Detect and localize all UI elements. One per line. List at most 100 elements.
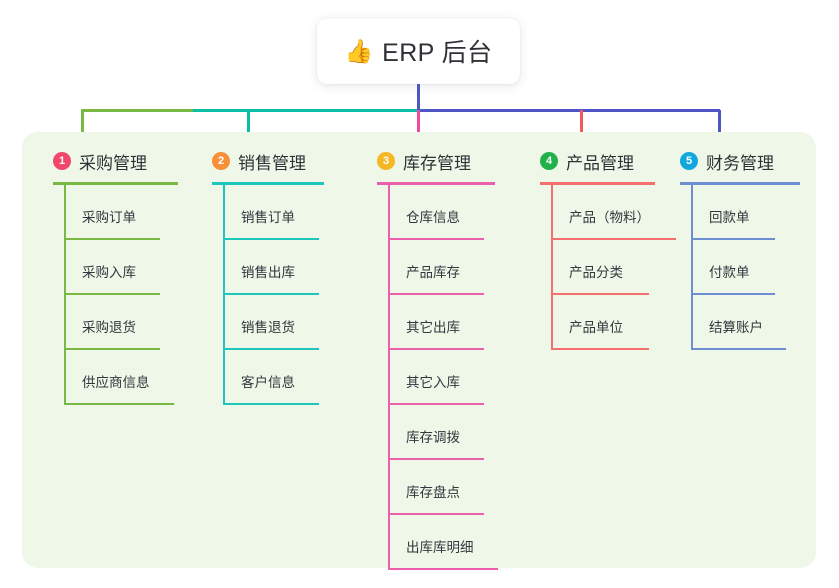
branch-spine bbox=[551, 185, 553, 350]
branch-item[interactable]: 产品分类 bbox=[522, 240, 655, 295]
root-node[interactable]: 👍 ERP 后台 bbox=[317, 18, 520, 84]
branch-item-label: 采购退货 bbox=[82, 320, 136, 335]
branch-column-3: 3 库存管理仓库信息产品库存其它出库其它入库库存调拨库存盘点出库库明细 bbox=[359, 146, 498, 570]
branch-item-rule bbox=[223, 348, 319, 350]
branch-spine bbox=[223, 185, 225, 405]
connector-bus-teal bbox=[193, 109, 417, 112]
branch-item[interactable]: 采购退货 bbox=[35, 295, 178, 350]
branch-header-rule bbox=[377, 182, 495, 185]
branch-item-rule bbox=[388, 458, 484, 460]
branch-header-3[interactable]: 3 库存管理 bbox=[359, 146, 495, 176]
branch-item-label: 仓库信息 bbox=[406, 210, 460, 225]
thumbs-up-icon: 👍 bbox=[344, 37, 374, 64]
branch-item-rule bbox=[691, 238, 775, 240]
branch-title: 销售管理 bbox=[238, 153, 306, 173]
branch-item-rule bbox=[388, 238, 484, 240]
branch-item[interactable]: 产品（物料） bbox=[522, 185, 676, 240]
branch-item-label: 供应商信息 bbox=[82, 375, 150, 390]
branch-number-badge: 5 bbox=[680, 152, 698, 170]
branch-column-2: 2 销售管理销售订单销售出库销售退货客户信息 bbox=[194, 146, 324, 405]
branch-number-badge: 3 bbox=[377, 152, 395, 170]
branch-item-rule bbox=[691, 293, 775, 295]
branch-item-label: 产品分类 bbox=[569, 265, 623, 280]
branch-column-5: 5 财务管理回款单付款单结算账户 bbox=[662, 146, 800, 350]
branch-item-label: 采购入库 bbox=[82, 265, 136, 280]
branch-item-rule bbox=[388, 403, 484, 405]
branch-item-label: 产品库存 bbox=[406, 265, 460, 280]
branch-item[interactable]: 销售退货 bbox=[194, 295, 324, 350]
branch-header-5[interactable]: 5 财务管理 bbox=[662, 146, 800, 176]
connector-bus-indigo bbox=[417, 109, 720, 112]
branch-item-label: 库存盘点 bbox=[406, 485, 460, 500]
branch-item[interactable]: 库存调拨 bbox=[359, 405, 495, 460]
branch-item-label: 产品（物料） bbox=[569, 210, 650, 225]
branch-item[interactable]: 其它出库 bbox=[359, 295, 495, 350]
branch-items: 采购订单采购入库采购退货供应商信息 bbox=[35, 185, 178, 405]
branch-item[interactable]: 产品库存 bbox=[359, 240, 495, 295]
branch-item-rule bbox=[223, 238, 319, 240]
branch-item[interactable]: 采购订单 bbox=[35, 185, 178, 240]
branch-item[interactable]: 回款单 bbox=[662, 185, 800, 240]
branch-item-label: 产品单位 bbox=[569, 320, 623, 335]
branch-item-label: 客户信息 bbox=[241, 375, 295, 390]
connector-root-stem bbox=[417, 84, 420, 110]
branch-item[interactable]: 库存盘点 bbox=[359, 460, 495, 515]
branch-item-rule bbox=[551, 348, 649, 350]
branch-number-badge: 1 bbox=[53, 152, 71, 170]
branch-item-rule bbox=[388, 568, 498, 570]
branch-items: 销售订单销售出库销售退货客户信息 bbox=[194, 185, 324, 405]
branch-item[interactable]: 供应商信息 bbox=[35, 350, 178, 405]
branch-item-label: 出库库明细 bbox=[406, 540, 474, 555]
branch-title: 产品管理 bbox=[566, 153, 634, 173]
branch-header-2[interactable]: 2 销售管理 bbox=[194, 146, 324, 176]
branch-item[interactable]: 出库库明细 bbox=[359, 515, 498, 570]
branch-number-badge: 4 bbox=[540, 152, 558, 170]
branch-item[interactable]: 客户信息 bbox=[194, 350, 324, 405]
branch-item[interactable]: 销售出库 bbox=[194, 240, 324, 295]
branch-title: 库存管理 bbox=[403, 153, 471, 173]
branch-item[interactable]: 付款单 bbox=[662, 240, 800, 295]
branch-item-label: 销售退货 bbox=[241, 320, 295, 335]
branch-item-rule bbox=[223, 403, 319, 405]
branch-item-rule bbox=[551, 238, 676, 240]
root-node-title: ERP 后台 bbox=[382, 39, 493, 67]
branch-item-label: 采购订单 bbox=[82, 210, 136, 225]
connector-drop-1 bbox=[81, 110, 84, 135]
branch-item-label: 结算账户 bbox=[709, 320, 763, 335]
branch-header-rule bbox=[53, 182, 178, 185]
branch-item[interactable]: 仓库信息 bbox=[359, 185, 495, 240]
branch-item-rule bbox=[388, 348, 484, 350]
branch-item[interactable]: 销售订单 bbox=[194, 185, 324, 240]
branch-item-rule bbox=[223, 293, 319, 295]
branch-items: 仓库信息产品库存其它出库其它入库库存调拨库存盘点出库库明细 bbox=[359, 185, 498, 570]
root-node-content: 👍 ERP 后台 bbox=[345, 33, 493, 69]
branch-item-label: 付款单 bbox=[709, 265, 750, 280]
branch-spine bbox=[64, 185, 66, 405]
branch-title: 财务管理 bbox=[706, 153, 774, 173]
branch-item-rule bbox=[388, 293, 484, 295]
branch-item-label: 其它出库 bbox=[406, 320, 460, 335]
branch-item-rule bbox=[388, 513, 484, 515]
connector-drop-5 bbox=[718, 110, 721, 137]
connector-drop-4 bbox=[580, 110, 583, 137]
branch-item-rule bbox=[64, 348, 160, 350]
branch-column-4: 4 产品管理产品（物料） 产品分类产品单位 bbox=[522, 146, 676, 350]
branch-header-rule bbox=[212, 182, 324, 185]
branch-number-badge: 2 bbox=[212, 152, 230, 170]
branch-header-rule bbox=[680, 182, 800, 185]
branch-item[interactable]: 其它入库 bbox=[359, 350, 495, 405]
branch-items: 产品（物料） 产品分类产品单位 bbox=[522, 185, 676, 350]
branch-item-rule bbox=[551, 293, 649, 295]
branch-spine bbox=[388, 185, 390, 570]
branch-header-4[interactable]: 4 产品管理 bbox=[522, 146, 655, 176]
branch-items: 回款单付款单结算账户 bbox=[662, 185, 800, 350]
connector-drop-3 bbox=[417, 110, 420, 140]
branch-item[interactable]: 采购入库 bbox=[35, 240, 178, 295]
branch-item-rule bbox=[64, 238, 160, 240]
branch-item[interactable]: 产品单位 bbox=[522, 295, 655, 350]
branch-item-label: 库存调拨 bbox=[406, 430, 460, 445]
branch-item[interactable]: 结算账户 bbox=[662, 295, 800, 350]
